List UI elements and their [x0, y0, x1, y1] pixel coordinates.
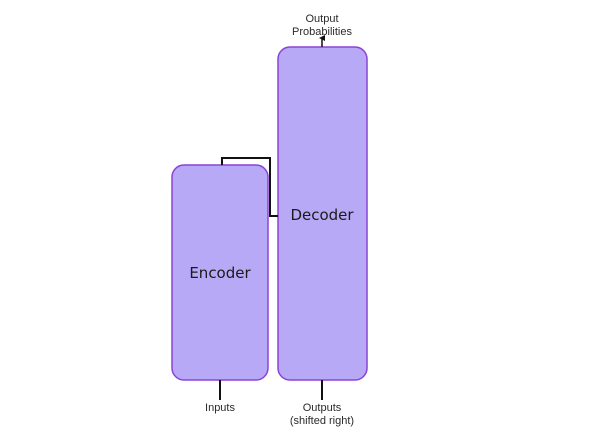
- inputs-label: Inputs: [205, 402, 235, 414]
- encoder-to-decoder-connector: [221, 157, 278, 217]
- output-probabilities-label-line2: Probabilities: [292, 26, 352, 38]
- encoder-label: Encoder: [189, 264, 251, 282]
- output-probabilities-label-line1: Output: [305, 13, 338, 25]
- outputs-label-line1: Outputs: [303, 402, 342, 414]
- outputs-label-line2: (shifted right): [290, 415, 354, 427]
- decoder-label: Decoder: [290, 206, 354, 224]
